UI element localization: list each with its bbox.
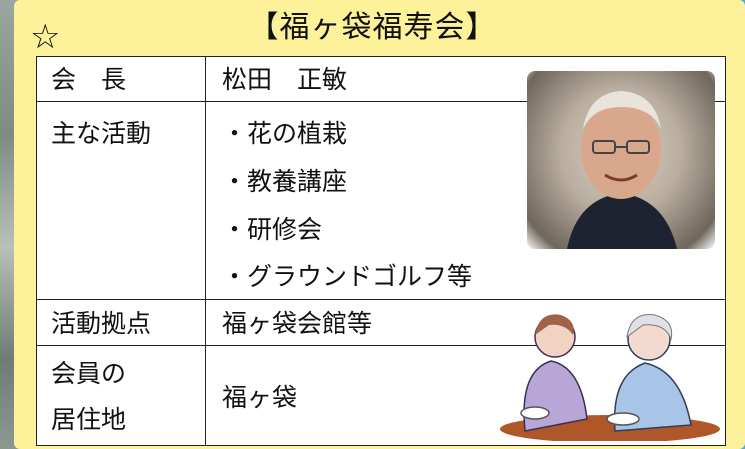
label-activity-base: 活動拠点: [51, 309, 152, 338]
column-divider: [205, 57, 206, 445]
row-divider: [37, 345, 725, 346]
illustration-women: [500, 313, 720, 441]
info-table: 会 長 松田 正敏 主な活動 ・花の植栽 ・教養講座 ・研修会 ・グラウンドゴル…: [36, 56, 726, 446]
star-icon: ☆: [30, 17, 61, 57]
value-activity-base: 福ヶ袋会館等: [222, 309, 373, 338]
label-chairman: 会 長: [51, 65, 127, 94]
label-activities: 主な活動: [51, 119, 152, 148]
value-activity-1: ・花の植栽: [222, 119, 348, 148]
value-chairman: 松田 正敏: [222, 65, 348, 94]
row-divider: [37, 101, 725, 102]
label-residence-line-2: 居住地: [51, 405, 127, 434]
label-residence-line-1: 会員の: [51, 359, 127, 388]
value-activity-2: ・教養講座: [222, 167, 348, 196]
page-title: 【福ヶ袋福寿会】: [248, 10, 497, 45]
value-activity-3: ・研修会: [222, 215, 323, 244]
row-divider: [37, 299, 725, 300]
value-activity-4: ・グラウンドゴルフ等: [222, 262, 473, 291]
value-residence: 福ヶ袋: [222, 383, 298, 412]
chairman-portrait: [527, 71, 715, 249]
